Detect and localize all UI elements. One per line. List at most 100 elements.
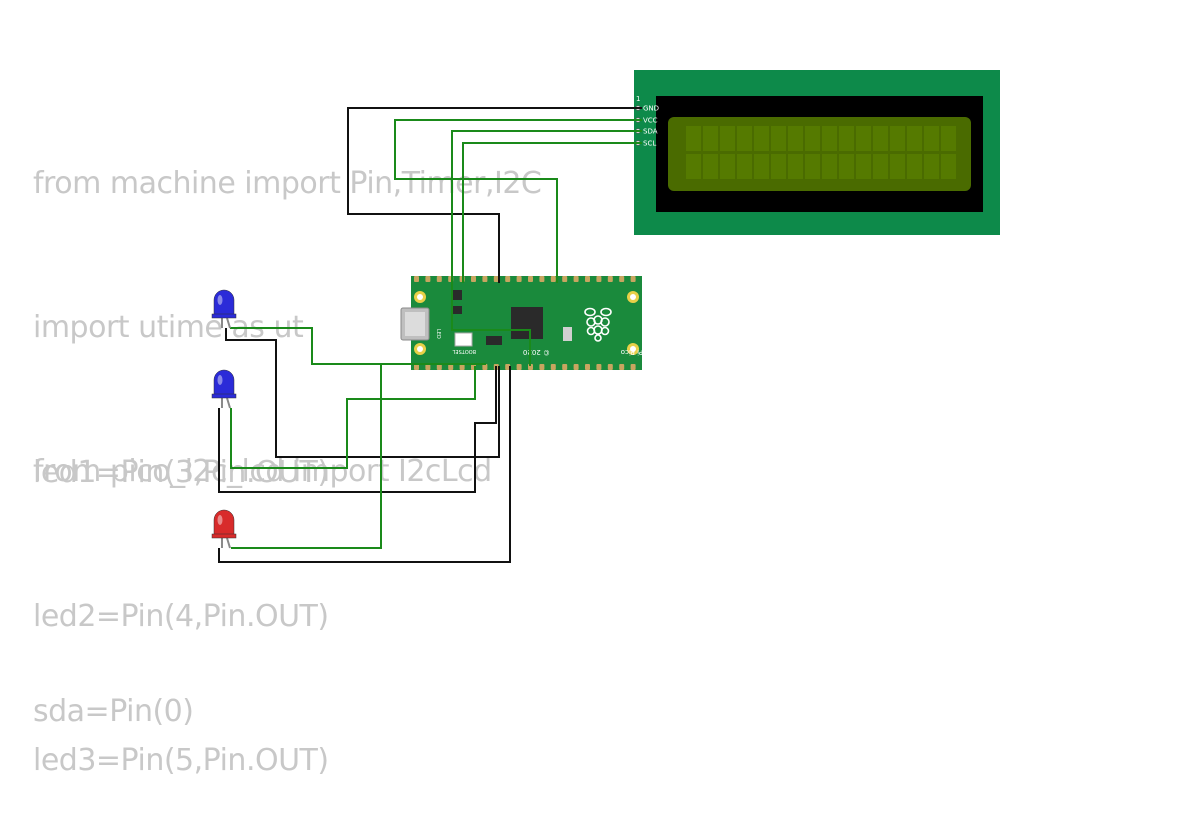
header-pin[interactable] <box>550 364 556 370</box>
lcd-pin-label: SCL <box>643 140 656 148</box>
lcd-module[interactable]: 1 GND VCC SDA SCL <box>634 70 1000 235</box>
header-pin[interactable] <box>516 276 522 282</box>
lcd-character-cell <box>839 154 854 179</box>
led-1-icon[interactable] <box>211 289 237 329</box>
lcd-character-cell <box>856 126 871 151</box>
header-pin[interactable] <box>482 276 488 282</box>
header-pin[interactable] <box>482 364 488 370</box>
code-line: from machine import Pin,Timer,I2C <box>33 166 542 201</box>
header-pin[interactable] <box>448 364 454 370</box>
header-pin[interactable] <box>436 364 442 370</box>
led-2-icon[interactable] <box>211 369 237 409</box>
header-pin[interactable] <box>528 276 533 282</box>
onboard-led <box>563 327 572 341</box>
header-pin[interactable] <box>573 276 579 282</box>
lcd-character-cell <box>822 154 837 179</box>
lcd-character-cell <box>822 126 837 151</box>
led-3-icon[interactable] <box>211 509 237 549</box>
led-silk-label: LED <box>435 329 441 339</box>
lcd-character-cell <box>805 154 820 179</box>
lcd-character-cell <box>873 126 888 151</box>
lcd-character-cell <box>788 126 803 151</box>
header-pin[interactable] <box>493 276 499 282</box>
wire-led3-signal[interactable] <box>231 363 486 549</box>
header-pin[interactable] <box>505 364 511 370</box>
lcd-character-cell <box>839 126 854 151</box>
lcd-character-cell <box>771 154 786 179</box>
code-line: from pico_i2c_lcd import I2cLcd <box>33 454 492 489</box>
header-pin[interactable] <box>596 276 602 282</box>
wire-gnd-led1[interactable] <box>225 328 500 458</box>
header-pin[interactable] <box>414 276 419 282</box>
header-pin[interactable] <box>414 364 419 370</box>
header-pin[interactable] <box>562 276 568 282</box>
lcd-pin-label: GND <box>643 105 659 113</box>
wire-sda[interactable] <box>451 130 642 283</box>
lcd-character-cell <box>941 126 956 151</box>
header-pin[interactable] <box>516 364 522 370</box>
wire-gnd-led2[interactable] <box>218 366 497 493</box>
circuit-canvas[interactable]: 1 GND VCC SDA SCL <box>0 0 1200 630</box>
lcd-character-grid <box>686 126 956 179</box>
wire-led2-signal[interactable] <box>230 366 476 469</box>
lcd-character-cell <box>720 154 735 179</box>
bootsel-label: BOOTSEL <box>452 348 476 354</box>
lcd-character-cell <box>737 126 752 151</box>
header-pin[interactable] <box>562 364 568 370</box>
lcd-character-cell <box>737 154 752 179</box>
lcd-character-cell <box>720 126 735 151</box>
header-pin[interactable] <box>573 364 579 370</box>
wire-scl[interactable] <box>462 142 642 283</box>
header-pin[interactable] <box>630 364 636 370</box>
code-block-imports: from machine import Pin,Timer,I2C import… <box>33 64 542 544</box>
header-pin[interactable] <box>550 276 556 282</box>
rp2040-chip <box>511 307 543 339</box>
pico-year-label: © 2020 <box>523 348 550 356</box>
led-layer <box>211 289 237 549</box>
header-pin[interactable] <box>425 364 431 370</box>
lcd-pin-label: VCC <box>643 117 658 125</box>
lcd-character-cell <box>941 154 956 179</box>
header-pin[interactable] <box>459 364 465 370</box>
header-pin[interactable] <box>471 276 476 282</box>
pico-header-top <box>414 276 636 282</box>
black-wires <box>218 107 642 563</box>
lcd-character-cell <box>703 126 718 151</box>
header-pin[interactable] <box>607 364 613 370</box>
header-pin[interactable] <box>619 276 625 282</box>
header-pin[interactable] <box>607 276 613 282</box>
header-pin[interactable] <box>539 364 545 370</box>
header-pin[interactable] <box>505 276 511 282</box>
header-pin[interactable] <box>585 276 590 282</box>
lcd-character-cell <box>873 154 888 179</box>
lcd-pin-index: 1 <box>636 95 640 103</box>
lcd-character-cell <box>788 154 803 179</box>
lcd-character-cell <box>686 126 701 151</box>
pico-board[interactable]: Raspberry Pi Pico © 2020 BOOTSEL LED <box>400 276 681 370</box>
wire-board-trace[interactable] <box>451 283 531 366</box>
code-line: led2=Pin(4,Pin.OUT) <box>33 599 329 634</box>
green-wires <box>230 119 642 549</box>
lcd-character-cell <box>907 154 922 179</box>
code-line: import utime as ut <box>33 310 304 345</box>
lcd-character-cell <box>805 126 820 151</box>
header-pin[interactable] <box>630 276 636 282</box>
wire-gnd-lcd[interactable] <box>347 107 642 283</box>
lcd-pin-label: SDA <box>643 128 658 136</box>
header-pin[interactable] <box>436 276 442 282</box>
lcd-character-cell <box>771 126 786 151</box>
code-line: sda=Pin(0) <box>33 694 194 729</box>
header-pin[interactable] <box>585 364 590 370</box>
header-pin[interactable] <box>619 364 625 370</box>
wire-gnd-led3[interactable] <box>218 366 511 563</box>
lcd-character-cell <box>703 154 718 179</box>
header-pin[interactable] <box>539 276 545 282</box>
wire-led1-signal[interactable] <box>230 327 413 365</box>
lcd-character-cell <box>924 126 939 151</box>
lcd-character-cell <box>890 126 905 151</box>
header-pin[interactable] <box>596 364 602 370</box>
header-pin[interactable] <box>425 276 431 282</box>
wire-vcc[interactable] <box>394 119 642 283</box>
bootsel-button[interactable] <box>454 332 473 347</box>
flash-chip <box>486 336 502 345</box>
